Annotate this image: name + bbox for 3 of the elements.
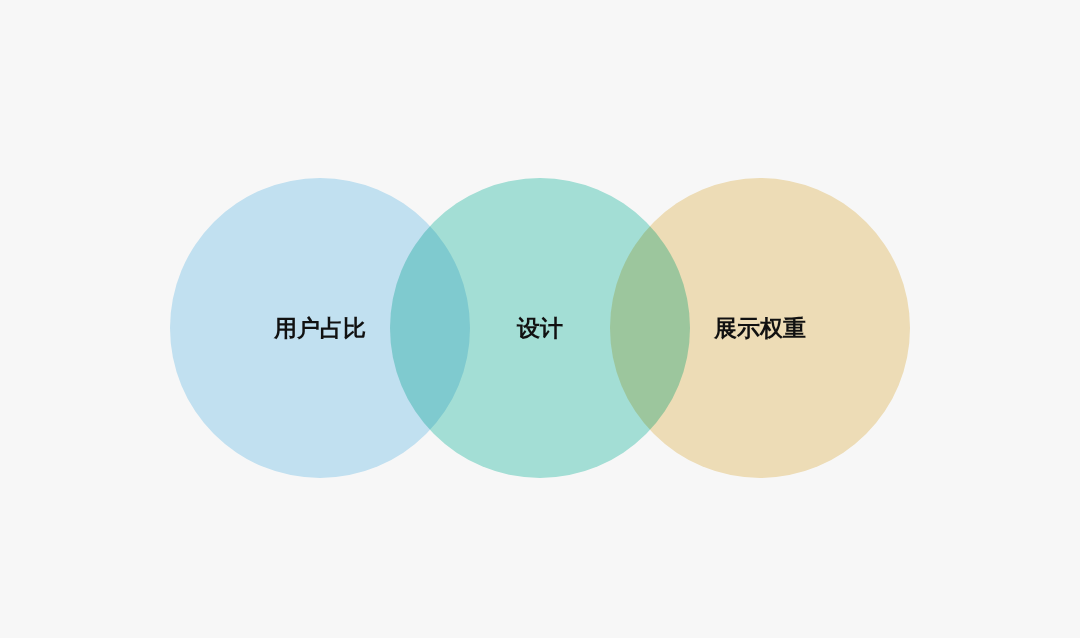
circle-label: 展示权重 [713,313,807,343]
circle-label: 用户占比 [273,313,367,343]
circle-label: 设计 [515,313,564,343]
